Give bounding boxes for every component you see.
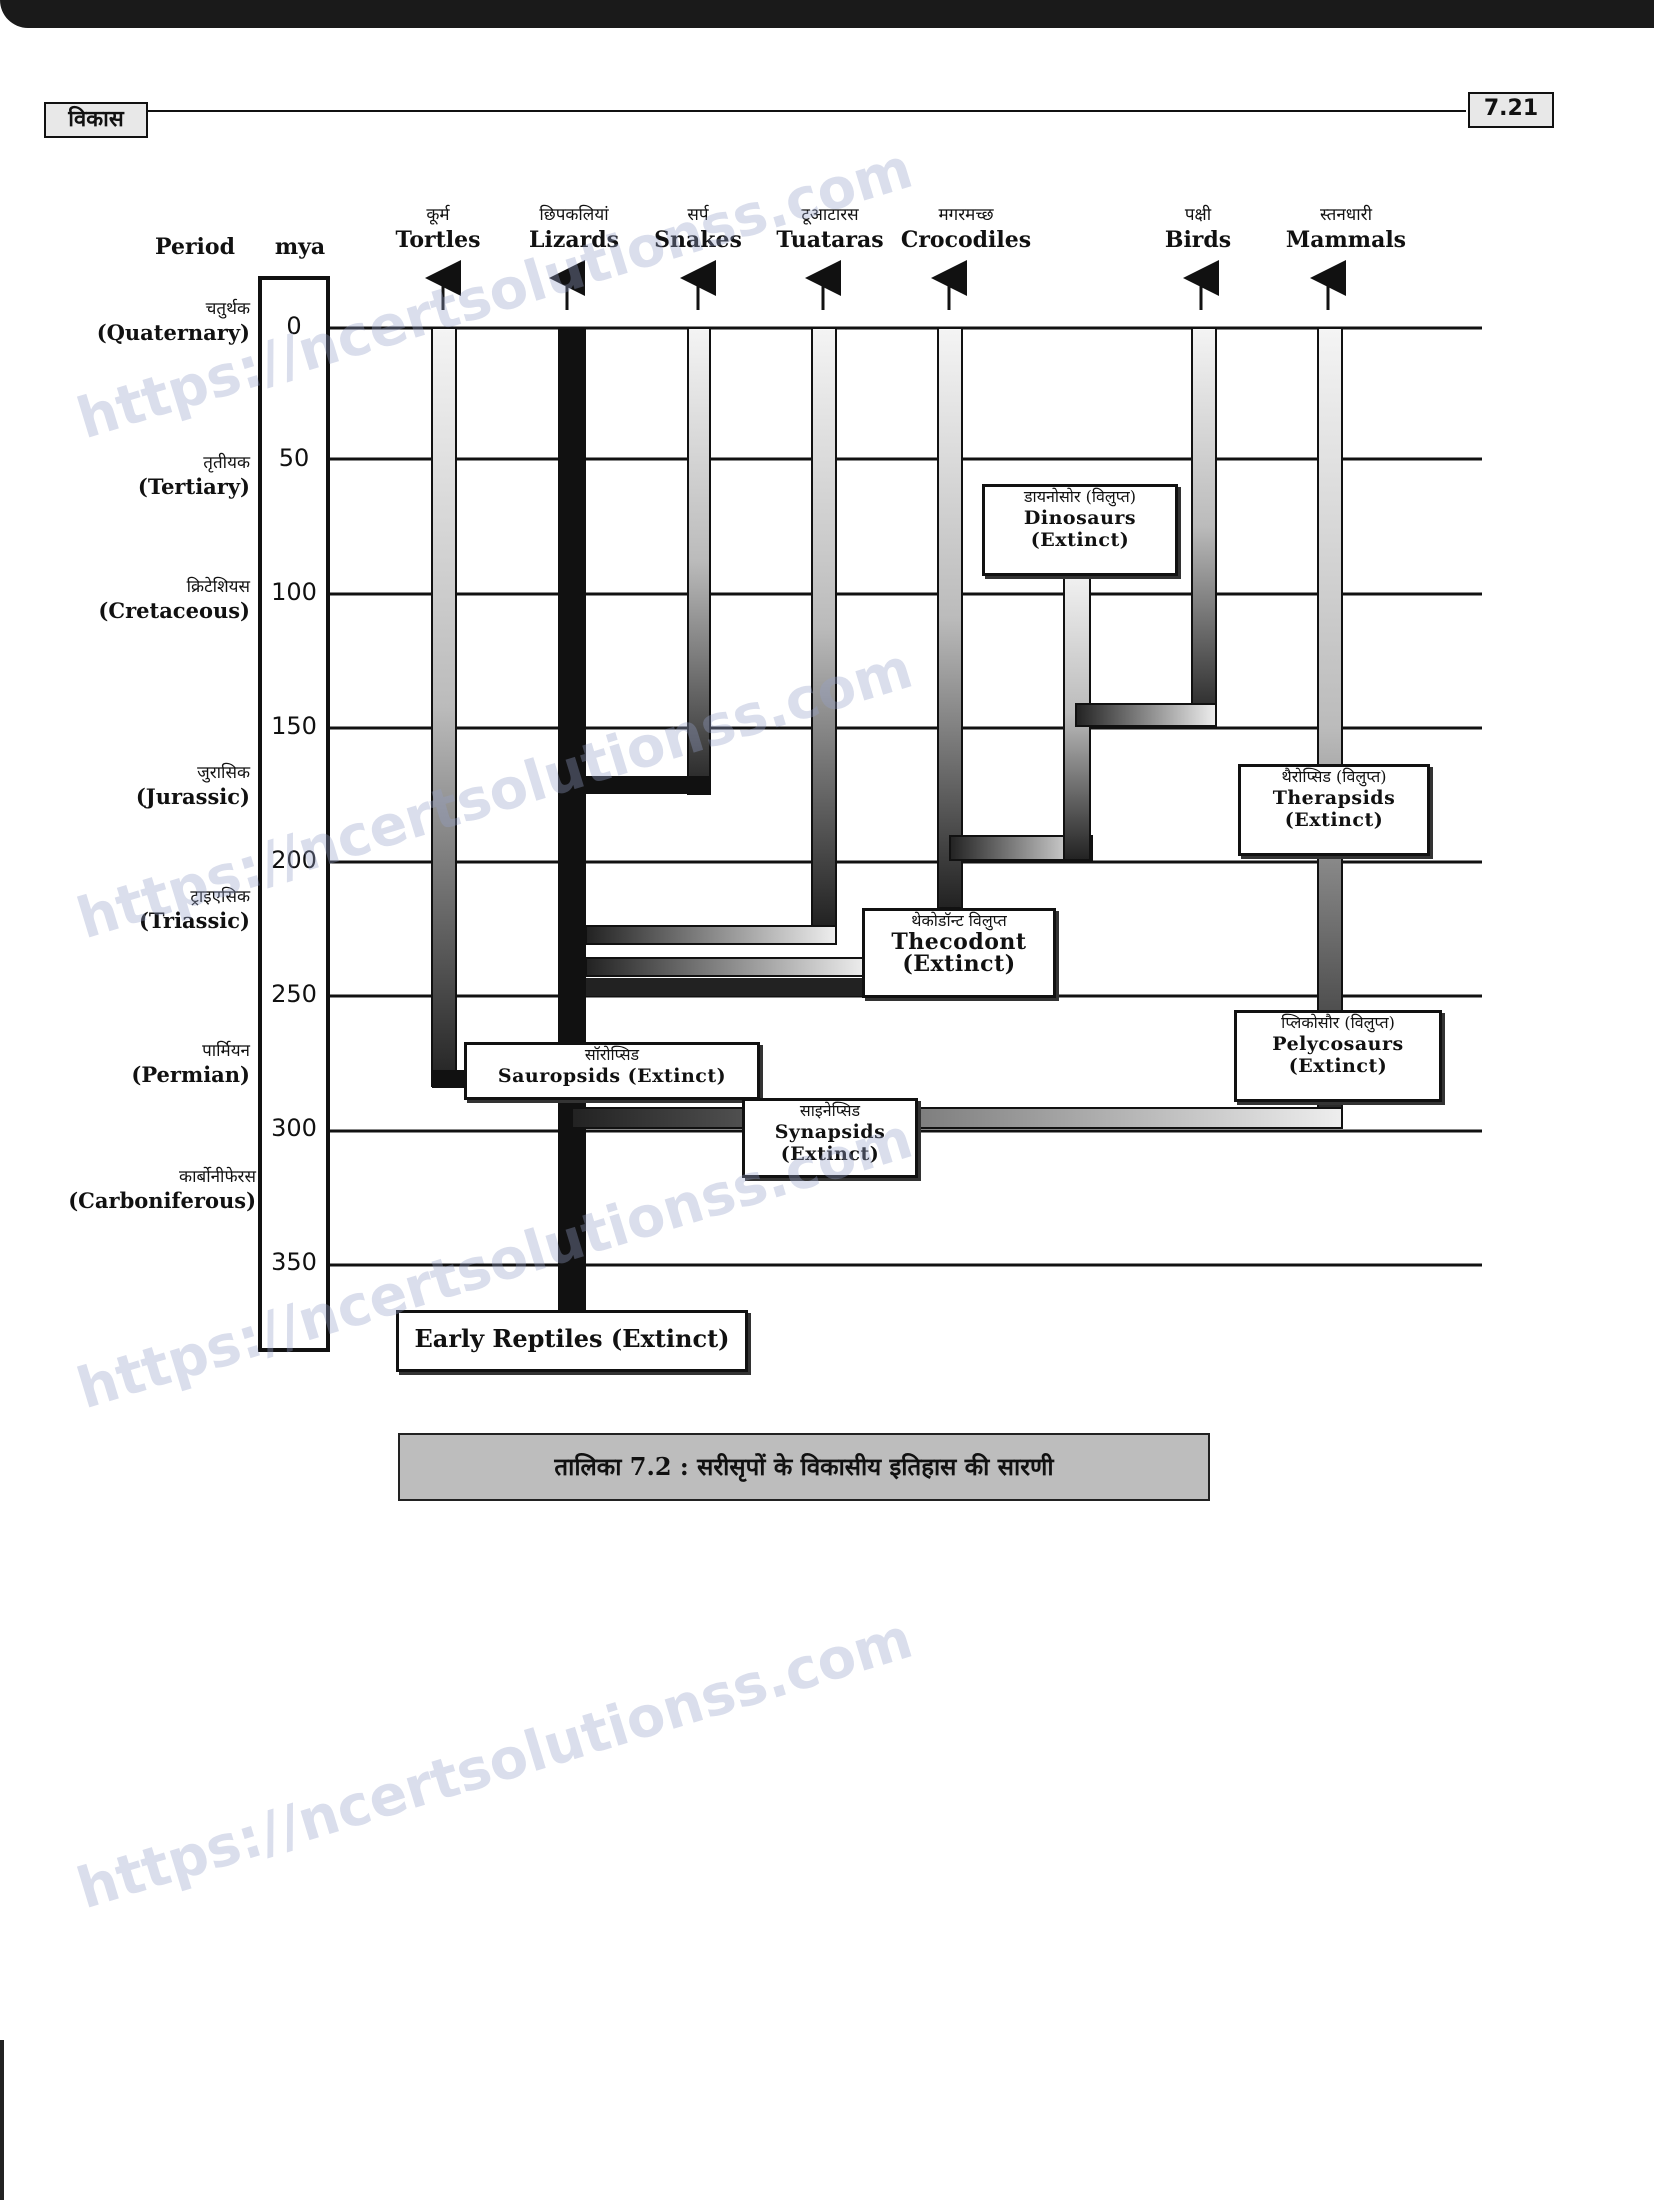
mya-tick-label: 350 bbox=[271, 1248, 317, 1276]
period-tertiary: तृतीयक(Tertiary) bbox=[137, 453, 250, 499]
mya-tick-label: 50 bbox=[278, 444, 310, 472]
header-rule bbox=[146, 110, 1466, 112]
lizards-lineage bbox=[558, 328, 586, 1310]
period-heading: Period bbox=[155, 234, 235, 260]
mya-tick-label: 0 bbox=[286, 312, 302, 340]
birds-lineage bbox=[1191, 327, 1217, 725]
snakes-lineage bbox=[687, 327, 711, 795]
lineage-arrows bbox=[425, 260, 1346, 310]
period-triassic: ट्राइएसिक(Triassic) bbox=[138, 887, 250, 933]
period-jurassic: जुरासिक(Jurassic) bbox=[135, 763, 250, 809]
tortles-lineage bbox=[431, 327, 457, 1087]
mya-heading: mya bbox=[274, 234, 326, 260]
period-carboniferous: कार्बोनीफेरस(Carboniferous) bbox=[68, 1167, 256, 1213]
mya-tick-label: 200 bbox=[271, 846, 317, 874]
mya-tick-label: 100 bbox=[271, 578, 317, 606]
therapsids-tag: थैरोप्सिड (विलुप्त) Therapsids (Extinct) bbox=[1238, 764, 1430, 856]
period-cretaceous: क्रिटेशियस(Cretaceous) bbox=[98, 577, 250, 623]
sauropsids-tag: सॉरोप्सिड Sauropsids (Extinct) bbox=[464, 1042, 760, 1100]
birds-branch bbox=[1075, 703, 1217, 727]
early-reptiles-tag: Early Reptiles (Extinct) bbox=[396, 1310, 748, 1372]
synapsids-branch bbox=[571, 1107, 1343, 1129]
tuataras-lineage bbox=[811, 327, 837, 927]
crocodiles-lineage bbox=[937, 327, 963, 909]
period-permian: पार्मियन(Permian) bbox=[131, 1041, 250, 1087]
mya-tick-label: 150 bbox=[271, 712, 317, 740]
dinosaurs-tag: डायनोसोर (विलुप्त) Dinosaurs (Extinct) bbox=[982, 484, 1178, 576]
group-heading-mammals: स्तनधारीMammals bbox=[1285, 205, 1407, 253]
table-caption: तालिका 7.2 : सरीसृपों के विकासीय इतिहास … bbox=[398, 1433, 1210, 1501]
thecodont-branch bbox=[585, 957, 867, 977]
mya-tick-label: 250 bbox=[271, 980, 317, 1008]
pelycosaurs-tag: प्लिकोसौर (विलुप्त) Pelycosaurs (Extinct… bbox=[1234, 1010, 1442, 1102]
snakes-branch bbox=[586, 776, 710, 794]
mya-tick-label: 300 bbox=[271, 1114, 317, 1142]
tortles-base-branch bbox=[432, 1070, 472, 1088]
mya-scale-box bbox=[258, 276, 330, 1352]
page-number: 7.21 bbox=[1468, 92, 1554, 128]
group-heading-birds: पक्षीBirds bbox=[1164, 205, 1232, 253]
mammals-lineage bbox=[1317, 327, 1343, 1129]
chapter-title: विकास bbox=[44, 102, 148, 138]
page-top-edge bbox=[0, 0, 1654, 28]
thecodont-branch-lower bbox=[586, 978, 866, 996]
thecodont-tag: थेकोडॉन्ट विलुप्त Thecodont (Extinct) bbox=[862, 908, 1056, 998]
scan-edge bbox=[0, 2040, 4, 2200]
tuataras-branch bbox=[585, 925, 837, 945]
synapsids-tag: साइनेप्सिड Synapsids (Extinct) bbox=[742, 1098, 918, 1178]
group-heading-lizards: छिपकलियांLizards bbox=[529, 205, 619, 253]
period-quaternary: चतुर्थक(Quaternary) bbox=[96, 299, 250, 345]
